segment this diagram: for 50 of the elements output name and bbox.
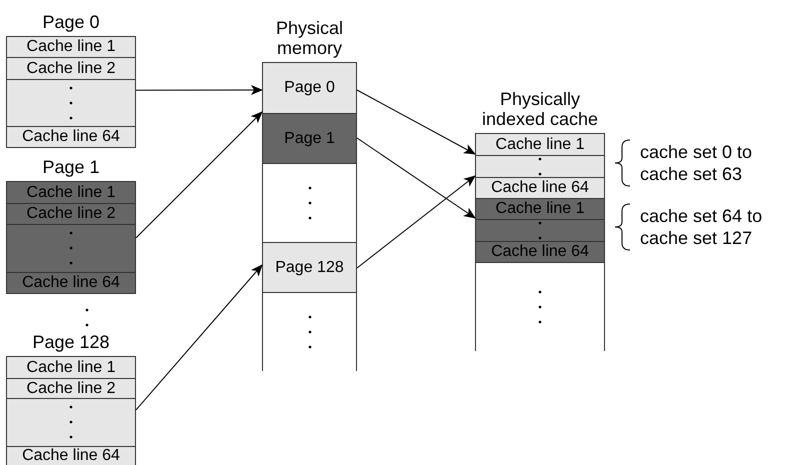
- cache-set-range-label: cache set 64 to cache set 127: [640, 205, 764, 249]
- arrow: [136, 85, 263, 96]
- cell-label: Cache line 1: [26, 39, 116, 55]
- cell-label: Cache line 2: [26, 60, 116, 76]
- memory-cell: [7, 203, 135, 224]
- cell-label: Cache line 64: [22, 129, 120, 145]
- cell-label: Cache line 64: [491, 244, 589, 260]
- block-title: Page 1: [42, 157, 100, 179]
- empty-cell: [476, 219, 604, 241]
- memory-cell: [7, 182, 135, 203]
- memory-cell: [7, 446, 135, 465]
- block-title: Page 0: [42, 12, 100, 34]
- empty-cell: [7, 224, 135, 272]
- cell-label: Cache line 64: [491, 180, 589, 196]
- memory-cell: [7, 57, 135, 79]
- empty-cell: [7, 79, 135, 126]
- cell-label: Cache line 2: [26, 380, 116, 396]
- memory-cell: [7, 272, 135, 293]
- cell-label: Page 0: [284, 80, 335, 96]
- block-title: Physical memory: [274, 18, 344, 60]
- memory-cell: [476, 177, 604, 198]
- memory-cell: [476, 134, 604, 155]
- arrow: [356, 90, 476, 154]
- cell-label: Cache line 64: [22, 275, 120, 291]
- cell-label: Cache line 1: [496, 201, 584, 217]
- cell-label: Cache line 1: [26, 360, 116, 376]
- arrow: [356, 138, 476, 219]
- cell-label: Cache line 2: [26, 206, 116, 222]
- arrow: [136, 111, 263, 238]
- cell-label: Cache line 64: [22, 448, 120, 464]
- cell-label: Page 128: [275, 260, 344, 276]
- cell-label: Cache line 1: [26, 184, 116, 200]
- empty-cell: [7, 398, 135, 446]
- memory-cell: [476, 198, 604, 219]
- cell-label: Cache line 1: [496, 136, 584, 152]
- empty-cell: [476, 155, 604, 177]
- memory-cell: [263, 242, 356, 292]
- memory-cell: [263, 63, 356, 113]
- memory-cell: [7, 37, 135, 57]
- arrow: [136, 264, 263, 410]
- cache-set-range-label: cache set 0 to cache set 63: [640, 141, 754, 185]
- block-title: Page 128: [32, 332, 110, 354]
- memory-cell: [7, 378, 135, 398]
- memory-cell: [476, 241, 604, 262]
- block-title: Physically indexed cache: [480, 89, 600, 131]
- cell-label: Page 1: [284, 130, 335, 146]
- arrow: [356, 175, 476, 268]
- memory-cell: [7, 126, 135, 147]
- memory-cell: [263, 113, 356, 163]
- memory-cell: [7, 357, 135, 378]
